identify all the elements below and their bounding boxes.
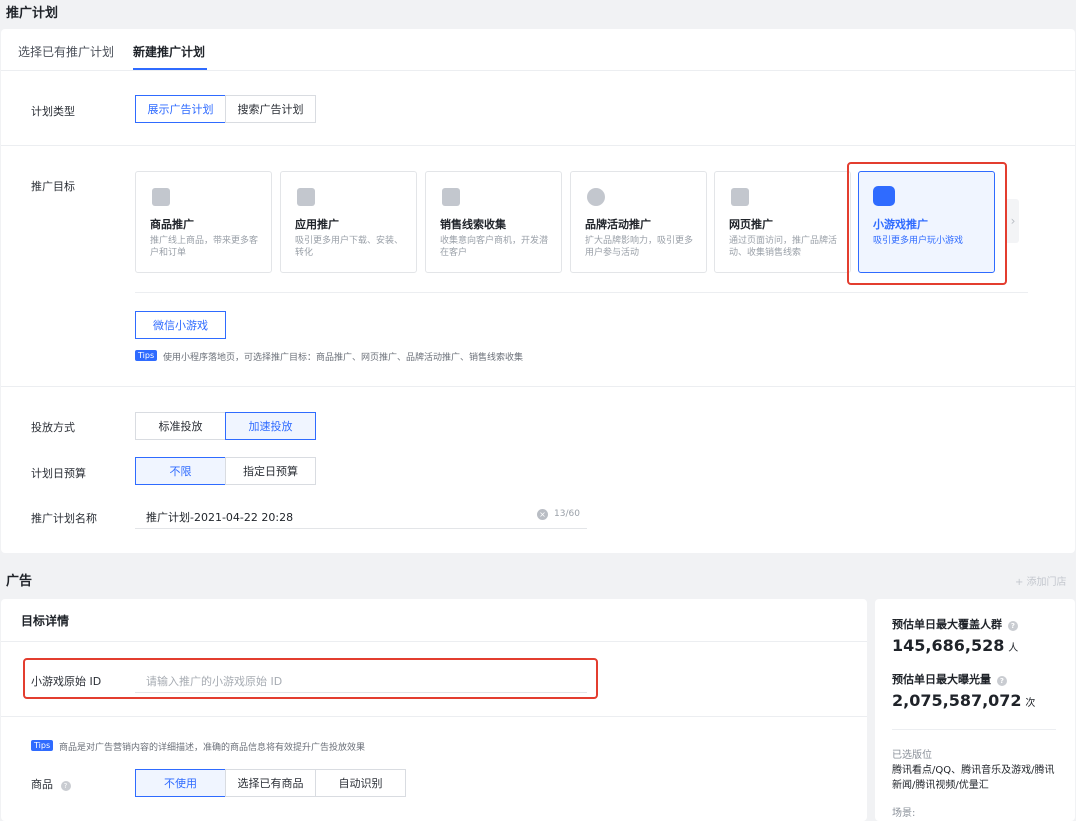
goal-card-desc: 推广线上商品，带来更多客户和订单 <box>150 236 259 258</box>
help-icon[interactable]: ? <box>1007 621 1018 631</box>
plan-name-label: 推广计划名称 <box>31 512 97 525</box>
goal-card-title: 小游戏推广 <box>873 218 928 231</box>
lead-chart-icon <box>442 188 460 206</box>
goal-card-title: 应用推广 <box>295 218 339 231</box>
display-ad-plan-button[interactable]: 展示广告计划 <box>135 95 226 123</box>
help-icon[interactable]: ? <box>60 781 71 791</box>
app-store-icon <box>297 188 315 206</box>
goal-card-title: 商品推广 <box>150 218 194 231</box>
reach-unit: 人 <box>1008 643 1019 654</box>
section-divider <box>1 386 1075 387</box>
highlight-box-goal <box>847 162 1007 285</box>
product-label: 商品 ? <box>31 776 71 792</box>
clear-icon[interactable]: × <box>537 509 548 520</box>
product-none-button[interactable]: 不使用 <box>135 769 226 797</box>
goal-card-title: 品牌活动推广 <box>585 218 651 231</box>
plan-name-input[interactable]: 推广计划-2021-04-22 20:28 × 13/60 <box>135 501 587 529</box>
accelerated-delivery-button[interactable]: 加速投放 <box>225 412 316 440</box>
game-id-label: 小游戏原始 ID <box>31 675 102 688</box>
tab-divider <box>1 70 1075 71</box>
ad-section-title: 广告 <box>6 574 33 589</box>
chevron-right-icon[interactable]: › <box>1007 199 1019 243</box>
product-label-text: 商品 <box>31 778 53 791</box>
highlight-box-game-id <box>23 658 598 699</box>
unlimited-budget-button[interactable]: 不限 <box>135 457 226 485</box>
goal-card-title: 网页推广 <box>729 218 773 231</box>
game-id-input[interactable]: 请输入推广的小游戏原始 ID <box>135 666 587 693</box>
tips-badge: Tips <box>135 350 158 361</box>
target-detail-title: 目标详情 <box>21 614 70 628</box>
wechat-mini-game-button[interactable]: 微信小游戏 <box>135 311 226 339</box>
goal-card-title: 销售线索收集 <box>440 218 506 231</box>
plan-section-title: 推广计划 <box>6 6 59 21</box>
shopping-bag-icon <box>152 188 170 206</box>
plan-type-label: 计划类型 <box>31 105 75 118</box>
plan-name-value: 推广计划-2021-04-22 20:28 <box>146 511 294 524</box>
goal-card-desc: 通过页面访问，推广品牌活动、收集销售线索 <box>729 236 838 258</box>
exposure-unit: 次 <box>1025 698 1036 709</box>
goal-card-mini-game[interactable]: 小游戏推广 吸引更多用户玩小游戏 <box>858 171 995 273</box>
tab-existing-plan[interactable]: 选择已有推广计划 <box>18 45 115 59</box>
tab-new-plan[interactable]: 新建推广计划 <box>133 45 206 59</box>
panel-divider <box>892 729 1056 730</box>
scene-label: 场景: <box>892 808 916 819</box>
plan-panel: 选择已有推广计划 新建推广计划 计划类型 展示广告计划 搜索广告计划 推广目标 … <box>1 29 1075 553</box>
tab-active-underline <box>133 68 207 70</box>
game-controller-icon <box>873 186 895 206</box>
goal-tips-text: 使用小程序落地页，可选择推广目标：商品推广、网页推广、品牌活动推广、销售线索收集 <box>163 353 524 363</box>
brand-check-icon <box>587 188 605 206</box>
delivery-label: 投放方式 <box>31 421 75 434</box>
help-icon[interactable]: ? <box>996 676 1007 686</box>
reach-value-row: 145,686,528 人 <box>892 636 1018 655</box>
reach-value: 145,686,528 <box>892 636 1005 655</box>
section-divider <box>1 145 1075 146</box>
reach-label: 预估单日最大覆盖人群 ? <box>892 616 1018 632</box>
budget-label: 计划日预算 <box>31 467 86 480</box>
char-count: 13/60 <box>554 509 580 519</box>
exposure-label-text: 预估单日最大曝光量 <box>892 673 991 686</box>
goal-card-desc: 扩大品牌影响力，吸引更多用户参与活动 <box>585 236 694 258</box>
product-tips-text: 商品是对广告营销内容的详细描述，准确的商品信息将有效提升广告投放效果 <box>59 743 366 753</box>
goal-card-desc: 吸引更多用户玩小游戏 <box>873 236 964 246</box>
goal-card-brand[interactable]: 品牌活动推广 扩大品牌影响力，吸引更多用户参与活动 <box>570 171 707 273</box>
panel-divider <box>1 641 867 642</box>
goal-card-product[interactable]: 商品推广 推广线上商品，带来更多客户和订单 <box>135 171 272 273</box>
game-id-placeholder: 请输入推广的小游戏原始 ID <box>146 675 283 688</box>
reach-label-text: 预估单日最大覆盖人群 <box>892 618 1002 631</box>
exposure-value-row: 2,075,587,072 次 <box>892 691 1035 710</box>
exposure-label: 预估单日最大曝光量 ? <box>892 671 1007 687</box>
goal-card-desc: 吸引更多用户下载、安装、转化 <box>295 236 404 258</box>
exposure-value: 2,075,587,072 <box>892 691 1022 710</box>
panel-divider <box>1 716 867 717</box>
goal-label: 推广目标 <box>31 180 75 193</box>
placement-value: 腾讯看点/QQ、腾讯音乐及游戏/腾讯新闻/腾讯视频/优量汇 <box>892 765 1055 791</box>
goal-card-leads[interactable]: 销售线索收集 收集意向客户商机，开发潜在客户 <box>425 171 562 273</box>
goal-card-desc: 收集意向客户商机，开发潜在客户 <box>440 236 549 258</box>
standard-delivery-button[interactable]: 标准投放 <box>135 412 226 440</box>
add-store-link[interactable]: + 添加门店 <box>1015 577 1067 588</box>
select-product-button[interactable]: 选择已有商品 <box>225 769 316 797</box>
auto-detect-button[interactable]: 自动识别 <box>315 769 406 797</box>
webpage-icon <box>731 188 749 206</box>
goal-card-app[interactable]: 应用推广 吸引更多用户下载、安装、转化 <box>280 171 417 273</box>
estimate-panel: 预估单日最大覆盖人群 ? 145,686,528 人 预估单日最大曝光量 ? 2… <box>875 599 1075 821</box>
goal-inner-divider <box>135 292 1028 293</box>
search-ad-plan-button[interactable]: 搜索广告计划 <box>225 95 316 123</box>
placement-label: 已选版位 <box>892 750 932 761</box>
tips-badge: Tips <box>31 740 54 751</box>
goal-card-webpage[interactable]: 网页推广 通过页面访问，推广品牌活动、收集销售线索 <box>714 171 851 273</box>
daily-budget-button[interactable]: 指定日预算 <box>225 457 316 485</box>
target-detail-panel: 目标详情 小游戏原始 ID 请输入推广的小游戏原始 ID Tips 商品是对广告… <box>1 599 867 821</box>
